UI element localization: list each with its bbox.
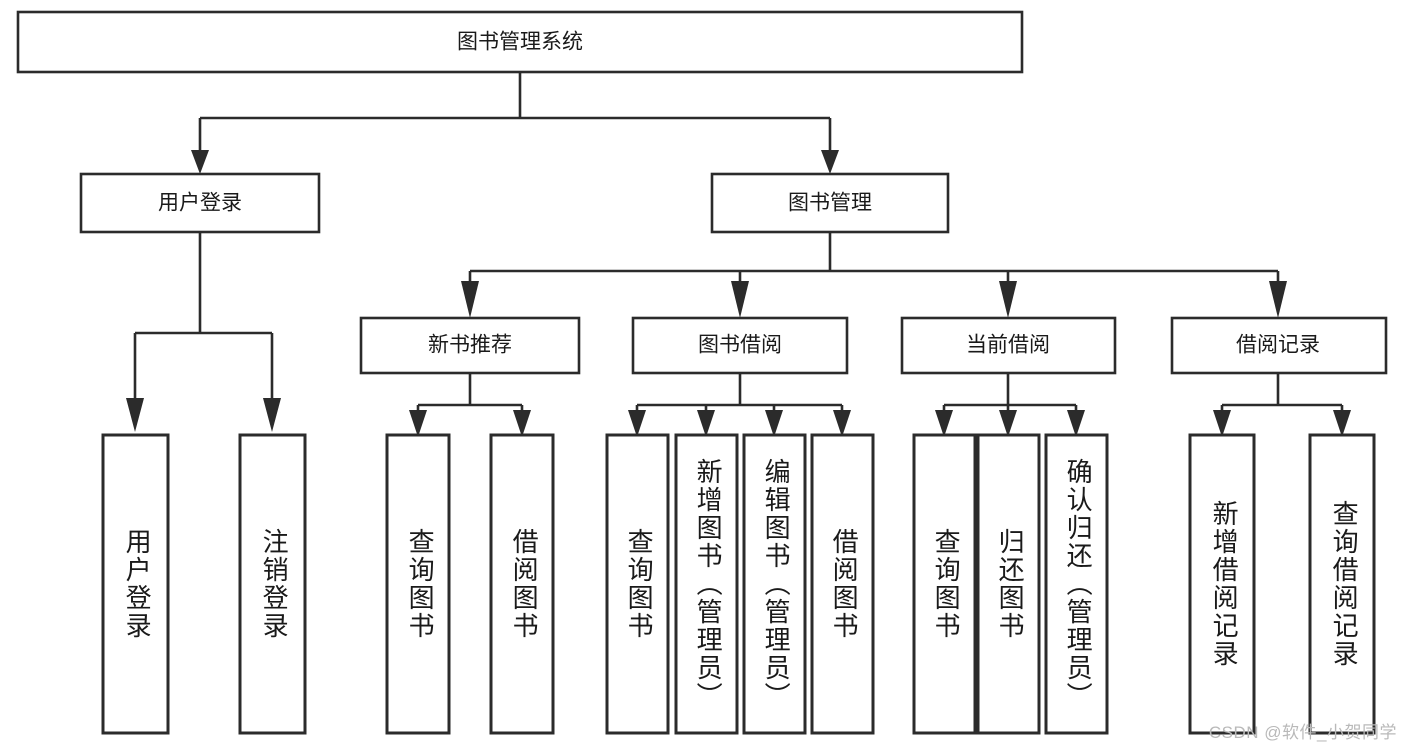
- node-box: [1044, 433, 1109, 735]
- node-label: 编辑图书（管理员）: [761, 458, 791, 710]
- node-label: 借阅图书: [509, 528, 539, 640]
- node-box: [810, 433, 875, 735]
- arrow-head-icon: [409, 410, 427, 437]
- arrow-head-icon: [1333, 410, 1351, 437]
- node-label: 注销登录: [259, 528, 289, 640]
- arrow-head-icon: [833, 410, 851, 437]
- node-box: [710, 172, 950, 234]
- node-box: [976, 433, 1041, 735]
- node-box: [385, 433, 451, 735]
- arrow-head-icon: [628, 410, 646, 437]
- node-book-manage[interactable]: 图书管理: [710, 172, 950, 234]
- node-box: [1308, 433, 1376, 735]
- arrow-head-icon: [191, 150, 209, 174]
- connector-currentborrow-to-leaves: [935, 373, 1085, 437]
- node-label: 新书推荐: [428, 334, 512, 357]
- node-label: 借阅记录: [1236, 334, 1320, 357]
- arrow-head-icon: [821, 150, 839, 174]
- node-leaf-add-book[interactable]: 新增图书（管理员）: [674, 433, 739, 735]
- node-box: [605, 433, 670, 735]
- node-label: 图书管理系统: [457, 31, 583, 54]
- arrow-head-icon: [126, 398, 144, 432]
- node-label: 归还图书: [995, 528, 1025, 640]
- node-leaf-query-book-2[interactable]: 查询图书: [605, 433, 670, 735]
- node-leaf-return-book[interactable]: 归还图书: [976, 433, 1041, 735]
- node-label: 查询借阅记录: [1329, 500, 1359, 668]
- node-leaf-user-login[interactable]: 用户登录: [101, 433, 170, 735]
- connector-root-to-level2: [191, 72, 839, 174]
- connector-newbookrec-to-leaves: [409, 373, 531, 437]
- connector-bookborrow-to-leaves: [628, 373, 851, 437]
- node-leaf-query-book-3[interactable]: 查询图书: [912, 433, 977, 735]
- node-label: 新增图书（管理员）: [693, 458, 723, 710]
- arrow-head-icon: [513, 410, 531, 437]
- arrow-head-icon: [1067, 410, 1085, 437]
- arrow-head-icon: [999, 410, 1017, 437]
- node-new-book-rec[interactable]: 新书推荐: [359, 316, 581, 375]
- arrow-head-icon: [1213, 410, 1231, 437]
- node-box: [674, 433, 739, 735]
- node-leaf-logout[interactable]: 注销登录: [238, 433, 307, 735]
- node-leaf-query-record[interactable]: 查询借阅记录: [1308, 433, 1376, 735]
- node-borrow-record[interactable]: 借阅记录: [1170, 316, 1388, 375]
- node-leaf-query-book-1[interactable]: 查询图书: [385, 433, 451, 735]
- node-label: 借阅图书: [829, 528, 859, 640]
- connector-borrowrecord-to-leaves: [1213, 373, 1351, 437]
- node-leaf-confirm-return[interactable]: 确认归还（管理员）: [1044, 433, 1109, 735]
- arrow-head-icon: [999, 281, 1017, 318]
- node-label: 用户登录: [158, 192, 242, 215]
- node-box: [912, 433, 977, 735]
- node-label: 新增借阅记录: [1209, 500, 1239, 668]
- node-leaf-add-record[interactable]: 新增借阅记录: [1188, 433, 1256, 735]
- node-box: [79, 172, 321, 234]
- arrow-head-icon: [1269, 281, 1287, 318]
- arrow-head-icon: [461, 281, 479, 318]
- node-label: 图书管理: [788, 192, 872, 215]
- node-box: [1170, 316, 1388, 375]
- node-label: 确认归还（管理员）: [1063, 458, 1093, 710]
- node-user-login[interactable]: 用户登录: [79, 172, 321, 234]
- arrow-head-icon: [263, 398, 281, 432]
- arrow-head-icon: [731, 281, 749, 318]
- node-label: 查询图书: [405, 528, 435, 640]
- node-root[interactable]: 图书管理系统: [16, 10, 1024, 74]
- node-leaf-borrow-book-2[interactable]: 借阅图书: [810, 433, 875, 735]
- node-label: 查询图书: [624, 528, 654, 640]
- arrow-head-icon: [935, 410, 953, 437]
- node-leaf-borrow-book-1[interactable]: 借阅图书: [489, 433, 555, 735]
- node-label: 用户登录: [122, 528, 152, 640]
- arrow-head-icon: [765, 410, 783, 437]
- node-label: 图书借阅: [698, 334, 782, 357]
- node-leaf-edit-book[interactable]: 编辑图书（管理员）: [742, 433, 807, 735]
- connector-bookmanage-to-level3: [461, 232, 1287, 318]
- node-box: [489, 433, 555, 735]
- node-box: [16, 10, 1024, 74]
- arrow-head-icon: [697, 410, 715, 437]
- node-box: [742, 433, 807, 735]
- node-box: [238, 433, 307, 735]
- node-label: 查询图书: [931, 528, 961, 640]
- node-box: [101, 433, 170, 735]
- node-current-borrow[interactable]: 当前借阅: [900, 316, 1117, 375]
- node-label: 当前借阅: [966, 334, 1050, 357]
- node-box: [1188, 433, 1256, 735]
- node-box: [359, 316, 581, 375]
- node-box: [631, 316, 849, 375]
- csdn-watermark: CSDN @软件_小贺同学: [1208, 723, 1397, 742]
- node-box: [900, 316, 1117, 375]
- connector-userlogin-to-leaves: [126, 232, 281, 432]
- node-book-borrow[interactable]: 图书借阅: [631, 316, 849, 375]
